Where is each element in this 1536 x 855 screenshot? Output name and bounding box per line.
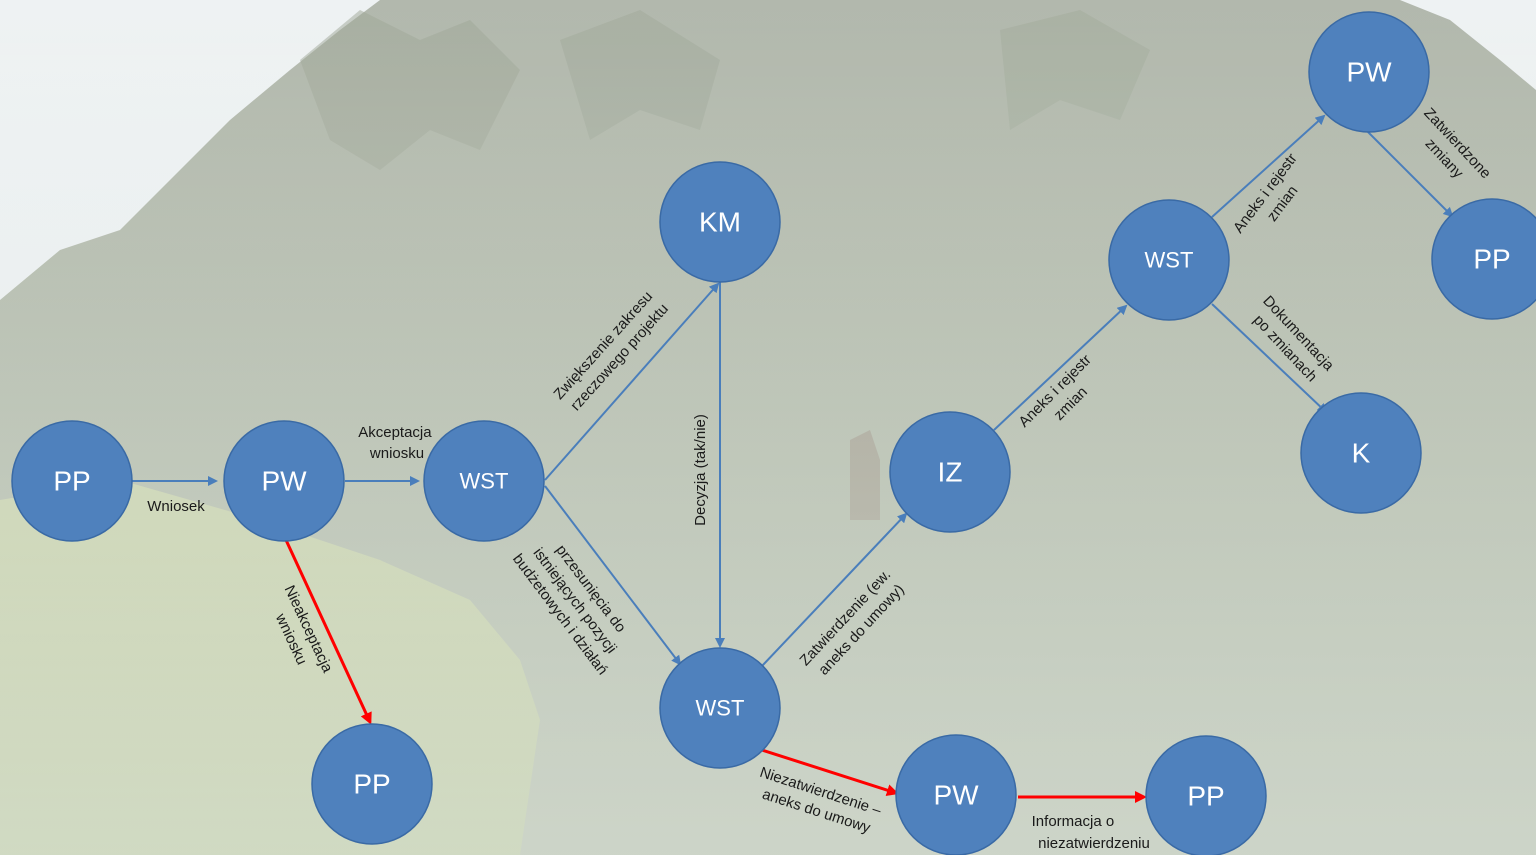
node-label: PP [1187,781,1224,812]
label-zwiekszenie: Zwiększenie zakresu rzeczowego projektu [550,285,673,416]
node-iz: IZ [889,411,1011,533]
edge-pw3-to-pp [1367,131,1454,218]
label-wniosek: Wniosek [147,498,205,515]
node-pw-1: PW [223,420,345,542]
label-przesuniecia: przesunięcia do istniejących pozycji bud… [509,527,643,679]
node-label: PP [1473,244,1510,275]
node-label: PW [1346,57,1392,88]
node-label: PP [53,466,90,497]
rejection-edges [284,539,1147,803]
node-label: KM [699,207,741,238]
edges [132,114,1454,667]
label-decyzja: Decyzja (tak/nie) [692,414,709,526]
edge-pw-to-pp-rejected [284,539,372,725]
label-akceptacja: Akceptacja wniosku [358,424,436,462]
edge-wst3-to-k [1211,303,1328,414]
node-label: WST [696,696,745,721]
node-wst-1: WST [423,420,545,542]
node-pw-2: PW [895,734,1017,855]
node-label: PW [933,780,979,811]
node-wst-3: WST [1108,199,1230,321]
label-dokumentacja: Dokumentacja po zmianach [1245,292,1340,390]
node-km: KM [659,161,781,283]
node-label: PP [353,769,390,800]
node-label: K [1352,438,1371,469]
node-pp-approved: PP [1431,198,1536,320]
node-pp-start: PP [11,420,133,542]
edge-wst3-to-pw3 [1211,114,1326,218]
label-informacja: Informacja o niezatwierdzeniu [1032,813,1150,852]
edge-wst-to-km [544,282,720,481]
label-zatwierdzenie: Zatwierdzenie (ew. aneks do umowy) [796,563,911,683]
label-nieakceptacja: Nieakceptacja wniosku [263,583,338,688]
node-pp-rejected: PP [311,723,433,845]
label-aneks-2: Aneks i rejestr zmian [1230,147,1319,249]
node-label: IZ [938,457,963,488]
node-k: K [1300,392,1422,514]
node-pp-not-approved: PP [1145,735,1267,855]
node-label: PW [261,466,307,497]
label-niezatwierdzenie: Niezatwierdzenie – aneks do umowy [751,764,887,840]
node-pw-3: PW [1308,11,1430,133]
edge-iz-to-wst3 [993,304,1128,431]
node-wst-2: WST [659,647,781,769]
node-label: WST [460,469,509,494]
edge-wst2-to-iz [761,512,908,667]
node-label: WST [1145,248,1194,273]
edge-wst-to-wst2 [544,485,682,666]
edge-wst2-to-pw2 [761,748,899,796]
